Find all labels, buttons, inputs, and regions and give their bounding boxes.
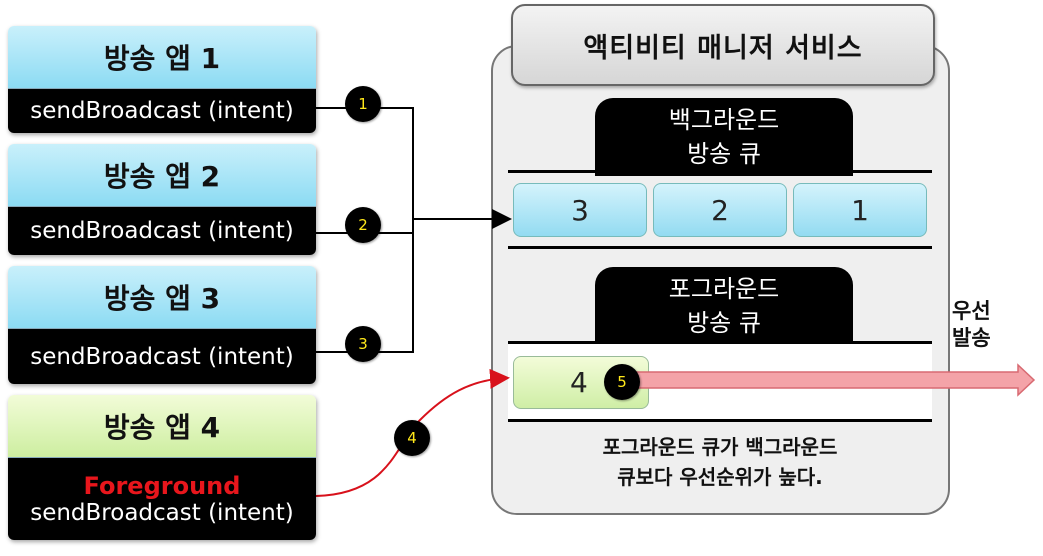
broadcast-app-1: 방송 앱 1 sendBroadcast (intent) [8, 26, 316, 133]
step-badge: 4 [394, 420, 430, 456]
background-queue-item: 2 [653, 183, 787, 237]
priority-dispatch-label: 우선 발송 [952, 298, 991, 352]
app-title: 방송 앱 4 [8, 395, 316, 458]
app-call: sendBroadcast (intent) [8, 329, 316, 384]
dispatch-step-badge: 5 [604, 364, 640, 400]
app4-curve-arrow [315, 368, 510, 497]
priority-note-line1: 포그라운드 큐가 백그라운드 [602, 435, 838, 459]
background-queue-item: 1 [793, 183, 927, 237]
app-body: Foreground sendBroadcast (intent) [8, 458, 316, 540]
background-queue-label-line2: 방송 큐 [687, 140, 761, 168]
app-call: sendBroadcast (intent) [8, 89, 316, 133]
step-badge: 1 [345, 86, 381, 122]
background-queue-label: 백그라운드 방송 큐 [595, 98, 853, 176]
foreground-queue-bottom-line [508, 419, 932, 422]
step-badge: 3 [345, 326, 381, 362]
priority-dispatch-line2: 발송 [952, 326, 991, 350]
foreground-queue-top-line [508, 341, 932, 344]
foreground-queue-label-line1: 포그라운드 [668, 275, 780, 303]
broadcast-app-3: 방송 앱 3 sendBroadcast (intent) [8, 266, 316, 384]
foreground-queue-label-line2: 방송 큐 [687, 309, 761, 337]
foreground-flag: Foreground [83, 472, 241, 500]
foreground-queue-item-value: 4 [570, 366, 588, 399]
background-queue-top-line [508, 170, 932, 173]
app-title: 방송 앱 1 [8, 26, 316, 89]
priority-dispatch-arrow [629, 363, 1036, 397]
background-queue-bottom-line [508, 246, 932, 249]
step-badge: 2 [345, 207, 381, 243]
broadcast-app-4: 방송 앱 4 Foreground sendBroadcast (intent) [8, 395, 316, 540]
app-title: 방송 앱 2 [8, 144, 316, 207]
priority-note: 포그라운드 큐가 백그라운드 큐보다 우선순위가 높다. [520, 432, 920, 492]
app-title: 방송 앱 3 [8, 266, 316, 329]
foreground-queue-label: 포그라운드 방송 큐 [595, 267, 853, 345]
broadcast-app-2: 방송 앱 2 sendBroadcast (intent) [8, 144, 316, 255]
background-queue-item: 3 [513, 183, 647, 237]
app-call: sendBroadcast (intent) [8, 207, 316, 255]
service-title: 액티비티 매니저 서비스 [511, 4, 935, 86]
priority-note-line2: 큐보다 우선순위가 높다. [617, 465, 823, 489]
background-queue-label-line1: 백그라운드 [668, 106, 780, 134]
app-call: sendBroadcast (intent) [30, 500, 294, 526]
priority-dispatch-line1: 우선 [952, 299, 991, 323]
